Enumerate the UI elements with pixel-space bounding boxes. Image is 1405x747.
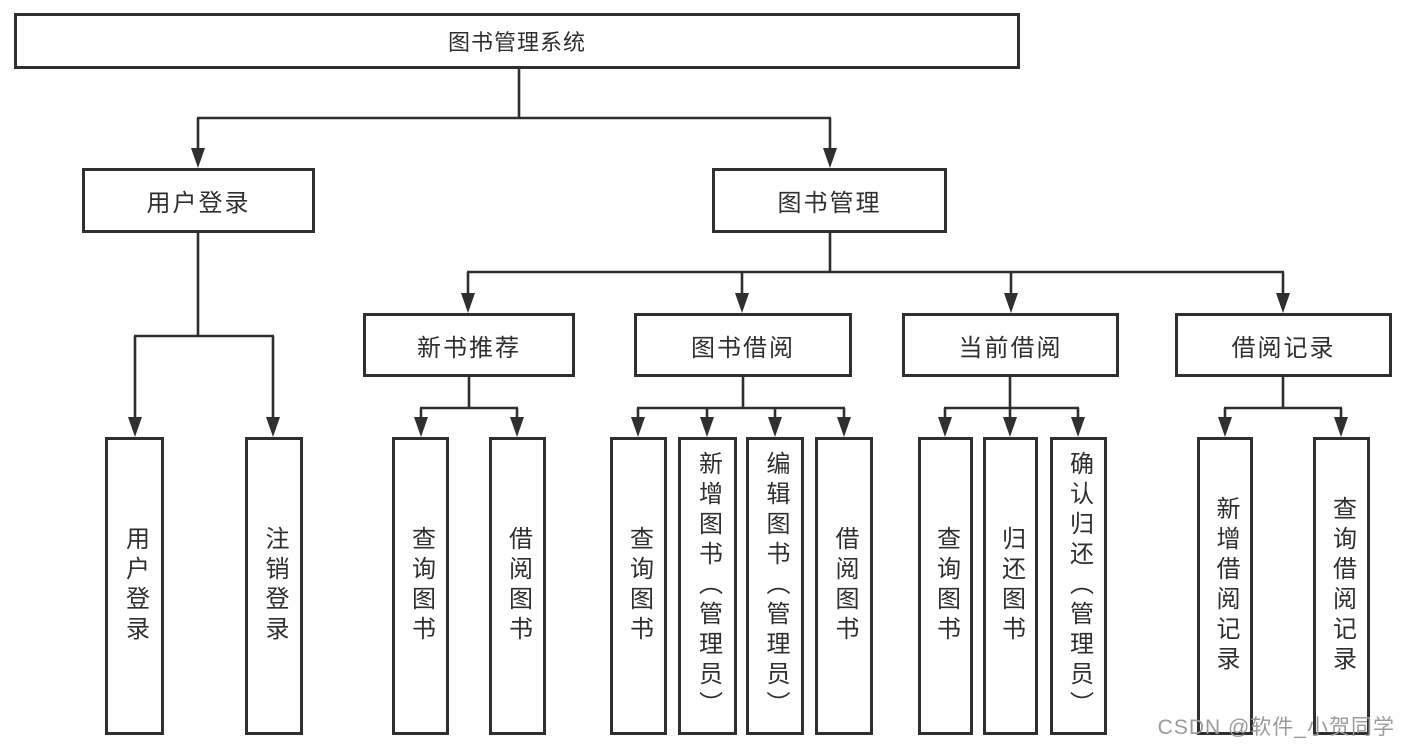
csdn-watermark: CSDN @软件_小贺同学 — [1157, 716, 1395, 739]
leaf-query-books-borrowing: 查询图书 — [610, 437, 667, 735]
leaf-user-login: 用户登录 — [105, 437, 164, 735]
node-book-borrowing: 图书借阅 — [634, 313, 852, 377]
leaf-query-books-current: 查询图书 — [918, 437, 973, 735]
leaf-add-borrow-record: 新增借阅记录 — [1197, 437, 1253, 735]
node-label: 图书管理系统 — [447, 30, 586, 55]
leaf-label: 新增图书（管理员） — [694, 451, 722, 721]
leaf-label: 借阅图书 — [504, 526, 532, 646]
node-label: 当前借阅 — [958, 334, 1063, 362]
leaf-label: 注销登录 — [261, 526, 288, 646]
leaf-logout-login: 注销登录 — [245, 437, 303, 735]
leaf-label: 查询借阅记录 — [1328, 496, 1356, 676]
leaf-confirm-return-admin: 确认归还（管理员） — [1050, 437, 1107, 735]
node-label: 用户登录 — [146, 190, 251, 217]
leaf-borrow-books-borrowing: 借阅图书 — [815, 437, 873, 735]
node-label: 图书管理 — [777, 190, 882, 217]
node-new-book-recommendation: 新书推荐 — [363, 313, 575, 377]
leaf-label: 归还图书 — [997, 526, 1025, 646]
node-borrowing-records: 借阅记录 — [1175, 313, 1392, 377]
node-library-management-system: 图书管理系统 — [14, 13, 1020, 69]
leaf-borrow-books-recommend: 借阅图书 — [489, 437, 546, 735]
leaf-label: 查询图书 — [625, 526, 653, 646]
leaf-label: 新增借阅记录 — [1212, 496, 1239, 676]
leaf-label: 借阅图书 — [831, 526, 858, 646]
leaf-label: 查询图书 — [407, 526, 435, 646]
leaf-query-books-recommend: 查询图书 — [392, 437, 449, 735]
leaf-label: 确认归还（管理员） — [1065, 451, 1093, 721]
leaf-return-book: 归还图书 — [983, 437, 1038, 735]
node-label: 借阅记录 — [1231, 334, 1336, 362]
leaf-label: 用户登录 — [121, 526, 149, 646]
leaf-edit-book-admin: 编辑图书（管理员） — [746, 437, 804, 735]
node-label: 新书推荐 — [417, 334, 521, 362]
leaf-label: 查询图书 — [932, 526, 960, 646]
leaf-label: 编辑图书（管理员） — [762, 451, 789, 721]
node-current-borrowing: 当前借阅 — [902, 313, 1119, 377]
leaf-add-book-admin: 新增图书（管理员） — [678, 437, 737, 735]
node-book-management: 图书管理 — [712, 168, 947, 233]
leaf-query-borrow-record: 查询借阅记录 — [1313, 437, 1370, 735]
node-user-login: 用户登录 — [82, 168, 315, 233]
node-label: 图书借阅 — [691, 334, 795, 362]
